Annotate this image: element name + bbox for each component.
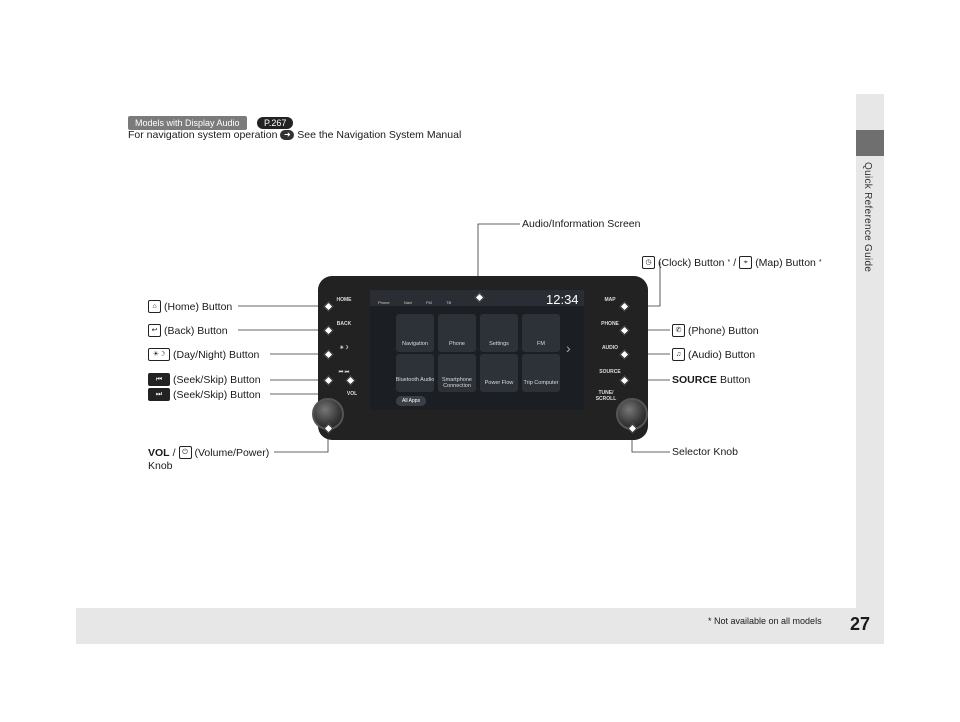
nav-note-text: For navigation system operation xyxy=(128,129,278,141)
tile-label: Bluetooth Audio xyxy=(395,377,435,383)
label-text: (Seek/Skip) Button xyxy=(173,388,261,401)
vol-hard-button[interactable]: VOL xyxy=(346,391,358,397)
label-text: (Volume/Power) xyxy=(194,446,270,459)
back-icon: ↩ xyxy=(148,324,161,337)
tile-label: Power Flow xyxy=(484,380,514,386)
next-page-icon[interactable]: › xyxy=(566,340,571,356)
power-icon: ⏻ xyxy=(178,446,192,459)
label-audio: ♫ (Audio) Button xyxy=(672,348,755,361)
nav-note-ref: See the Navigation System Manual xyxy=(297,129,462,141)
seek-back-icon: ⏮ xyxy=(148,373,170,386)
tile-label: Phone xyxy=(449,341,465,347)
tile-fm[interactable] xyxy=(522,314,560,352)
phone-hard-button[interactable]: PHONE xyxy=(601,321,619,327)
phone-icon: ✆ xyxy=(672,324,685,337)
tile-phone[interactable] xyxy=(438,314,476,352)
slash: / xyxy=(733,256,737,269)
source-hard-button[interactable]: SOURCE xyxy=(599,369,621,375)
seek-forward-icon: ⏭ xyxy=(148,388,170,401)
label-home: ⌂ (Home) Button xyxy=(148,300,232,313)
label-text: Selector Knob xyxy=(672,446,738,458)
label-screen: Audio/Information Screen xyxy=(522,218,640,230)
tile-navigation[interactable] xyxy=(396,314,434,352)
label-text: (Audio) Button xyxy=(688,348,756,361)
asterisk: * xyxy=(727,259,731,266)
clock-icon: ◷ xyxy=(642,256,655,269)
page-ref-link[interactable]: P.267 xyxy=(257,117,294,129)
label-text: (Seek/Skip) Button xyxy=(173,373,261,386)
audio-information-screen[interactable]: Phone Navi FM TB 12:34 Navigation Phone … xyxy=(370,290,584,410)
ref-arrow-icon: ➜ xyxy=(280,130,295,141)
label-clock-map: ◷ (Clock) Button*/ ⌖ (Map) Button* xyxy=(642,256,822,269)
right-margin-bar xyxy=(856,94,884,644)
tile-bluetooth[interactable] xyxy=(396,354,434,392)
status-fm: FM xyxy=(426,300,432,305)
footer-band xyxy=(76,608,884,644)
tile-label: Smartphone Connection xyxy=(442,377,472,389)
daynight-hard-button[interactable]: ☀☽ xyxy=(339,345,349,351)
status-tb: TB xyxy=(446,300,452,305)
tile-smartphone[interactable] xyxy=(438,354,476,392)
label-seek-back: ⏮ (Seek/Skip) Button xyxy=(148,373,261,386)
label-text: Audio/Information Screen xyxy=(522,218,641,230)
screen-clock: 12:34 xyxy=(546,292,579,307)
daynight-icon: ☀☽ xyxy=(148,348,170,361)
label-text: Knob xyxy=(148,460,173,472)
sidebar-title: Quick Reference Guide xyxy=(862,162,873,273)
label-source: SOURCE Button xyxy=(672,374,750,386)
back-hard-button[interactable]: BACK xyxy=(336,321,352,327)
label-bold: VOL xyxy=(148,446,170,459)
tile-trip[interactable] xyxy=(522,354,560,392)
tile-powerflow[interactable] xyxy=(480,354,518,392)
asterisk: * xyxy=(818,259,822,266)
nav-note: For navigation system operation ➜ See th… xyxy=(128,129,461,141)
label-text: (Map) Button xyxy=(755,256,816,269)
label-text: (Home) Button xyxy=(164,300,233,313)
label-text: (Day/Night) Button xyxy=(173,348,260,361)
label-selector: Selector Knob xyxy=(672,446,738,458)
sidebar-tab xyxy=(856,130,884,156)
all-apps-button[interactable]: All Apps xyxy=(396,396,427,406)
audio-hard-button[interactable]: AUDIO xyxy=(601,345,619,351)
models-tag: Models with Display Audio xyxy=(128,116,247,130)
status-phone: Phone xyxy=(378,300,390,305)
label-text: (Phone) Button xyxy=(688,324,759,337)
label-volume-power: VOL/ ⏻ (Volume/Power) xyxy=(148,446,269,459)
label-text: (Back) Button xyxy=(164,324,228,337)
tile-label: Trip Computer xyxy=(523,380,559,386)
tune-scroll-label: TUNE/ SCROLL xyxy=(595,390,617,402)
label-knob: Knob xyxy=(148,460,173,472)
footnote: * Not available on all models xyxy=(708,616,822,626)
label-daynight: ☀☽ (Day/Night) Button xyxy=(148,348,259,361)
status-navi: Navi xyxy=(404,300,413,305)
seek-hard-buttons[interactable]: ⏮ ⏭ xyxy=(338,369,350,375)
tile-label: Settings xyxy=(489,341,509,347)
label-text: (Clock) Button xyxy=(658,256,725,269)
tile-label: FM xyxy=(537,341,545,347)
label-seek-forward: ⏭ (Seek/Skip) Button xyxy=(148,388,261,401)
label-phone: ✆ (Phone) Button xyxy=(672,324,759,337)
slash: / xyxy=(172,446,176,459)
tile-settings[interactable] xyxy=(480,314,518,352)
home-hard-button[interactable]: HOME xyxy=(336,297,352,303)
label-bold: SOURCE xyxy=(672,374,717,386)
page-number: 27 xyxy=(850,614,871,634)
audio-icon: ♫ xyxy=(672,348,685,361)
map-icon: ⌖ xyxy=(739,256,753,269)
home-icon: ⌂ xyxy=(148,300,161,313)
label-back: ↩ (Back) Button xyxy=(148,324,228,337)
map-hard-button[interactable]: MAP xyxy=(604,297,616,303)
label-text: Button xyxy=(719,374,751,386)
tile-label: Navigation xyxy=(402,341,428,347)
